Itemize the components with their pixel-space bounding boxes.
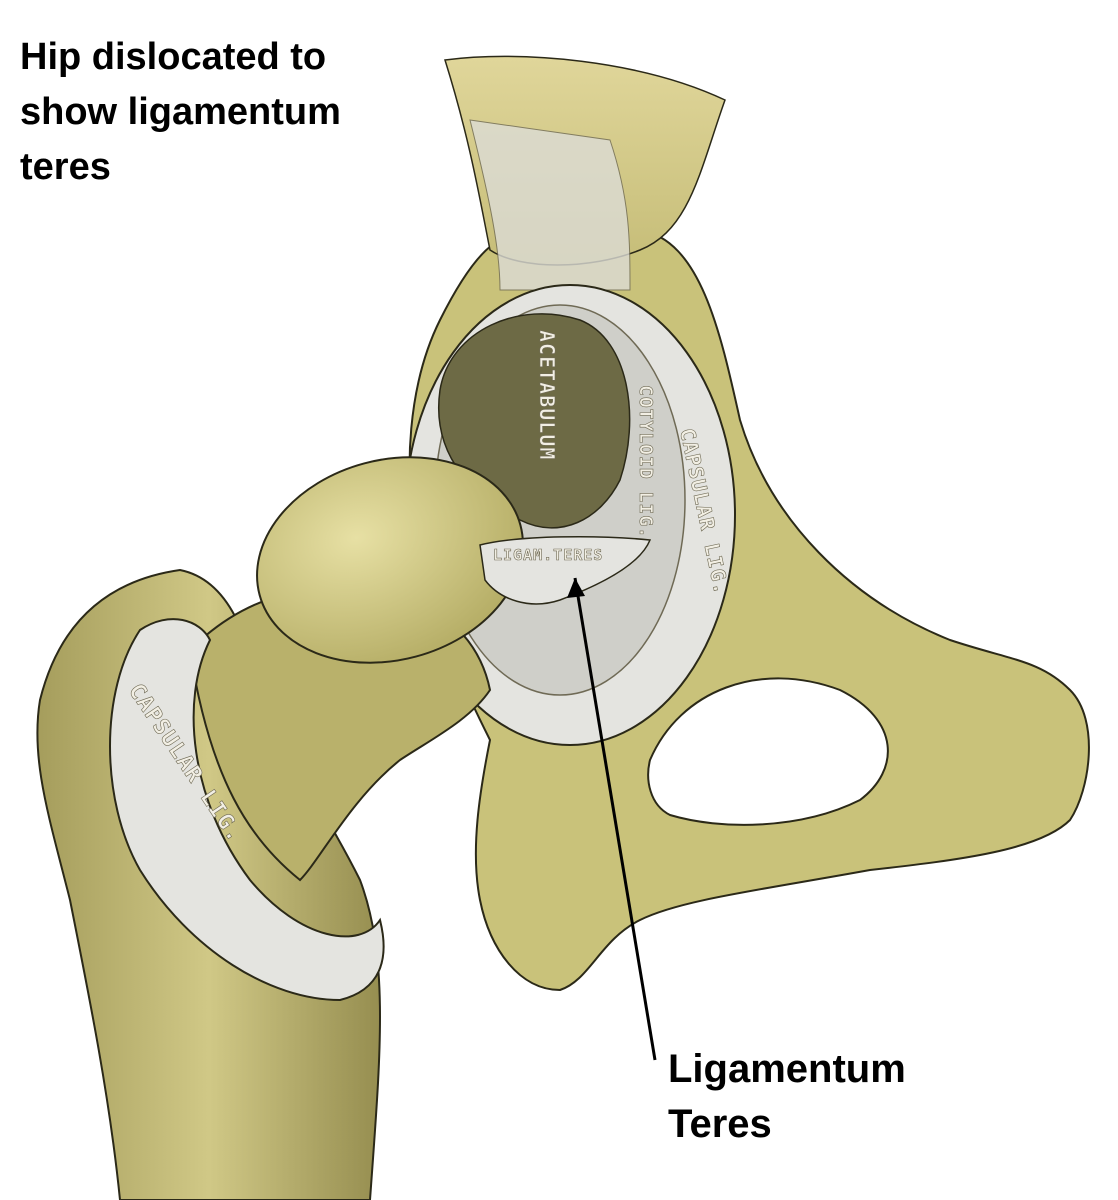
diagram-title: Hip dislocated to show ligamentum teres: [20, 36, 341, 188]
femoral-capsule-ligament: [109, 618, 385, 1002]
label-ligam-teres: LIGAM.TERES: [493, 546, 603, 564]
ligamentum-teres-strip: [479, 535, 652, 605]
pointer-arrowhead: [567, 578, 585, 598]
label-acetabulum: ACETABULUM: [535, 330, 559, 460]
label-cotyloid-lig: COTYLOID LIG.: [635, 385, 656, 539]
obturator-foramen: [647, 677, 889, 826]
ligamentum-teres-label: Ligamentum Teres: [668, 1047, 906, 1146]
pointer-line: [573, 577, 657, 1061]
femoral-head: [256, 456, 524, 664]
